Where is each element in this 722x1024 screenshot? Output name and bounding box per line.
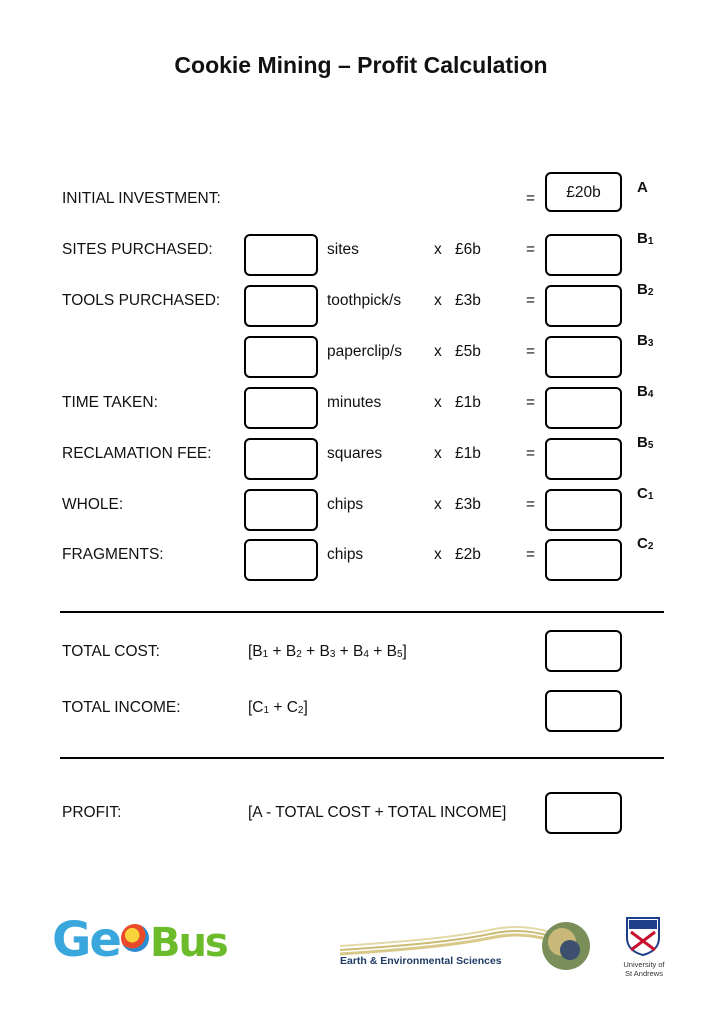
result-field[interactable] <box>545 387 622 429</box>
row-label: FRAGMENTS: <box>62 546 164 563</box>
total-income-label: TOTAL INCOME: <box>62 699 181 716</box>
row-code-sub: 1 <box>647 491 654 502</box>
row-code: B1 <box>637 230 653 247</box>
university-crest-icon <box>626 917 660 956</box>
quantity-field[interactable] <box>244 438 318 480</box>
quantity-field[interactable] <box>244 387 318 429</box>
row-code-letter: C <box>637 535 648 552</box>
row-label: TIME TAKEN: <box>62 394 158 411</box>
row-label: TOOLS PURCHASED: <box>62 292 221 309</box>
result-field[interactable] <box>545 539 622 581</box>
row-price: £3b <box>455 292 481 309</box>
row-code: B4 <box>637 383 653 400</box>
row-code: C2 <box>637 535 653 552</box>
row-code-sub: 1 <box>647 236 654 247</box>
page-title: Cookie Mining – Profit Calculation <box>174 52 548 78</box>
row-code-letter: C <box>637 485 648 502</box>
times-sign: x <box>434 241 442 258</box>
row-code: C1 <box>637 485 653 502</box>
row-label: SITES PURCHASED: <box>62 241 213 258</box>
row-unit: chips <box>327 496 364 513</box>
row-unit: sites <box>327 241 359 258</box>
total-income-formula: [C1 + C2] <box>248 699 308 716</box>
divider-bottom <box>60 757 664 759</box>
row-code-letter: B <box>637 332 648 349</box>
row-code-letter: B <box>637 434 648 451</box>
university-name: University of St Andrews <box>623 960 665 978</box>
row-unit: toothpick/s <box>327 292 402 309</box>
equals-sign: = <box>526 343 536 360</box>
profit-formula: [A - TOTAL COST + TOTAL INCOME] <box>248 804 507 821</box>
ees-logo-text: Earth & Environmental Sciences <box>340 955 502 967</box>
globe-icon <box>120 924 149 952</box>
total-cost-label: TOTAL COST: <box>62 643 160 660</box>
row-code: B5 <box>637 434 653 451</box>
times-sign: x <box>434 496 442 513</box>
geobus-logo-ge: Ge <box>52 912 122 968</box>
profit-label: PROFIT: <box>62 804 122 821</box>
row-price: £2b <box>455 546 481 563</box>
ees-wave-logo <box>340 922 590 970</box>
equals-sign: = <box>526 445 536 462</box>
equals-sign: = <box>526 241 536 258</box>
equals-sign: = <box>526 496 536 513</box>
times-sign: x <box>434 292 442 309</box>
row-code: A <box>637 179 648 196</box>
row-code-letter: A <box>637 179 648 196</box>
row-price: £5b <box>455 343 481 360</box>
row-label: WHOLE: <box>62 496 124 513</box>
row-code-letter: B <box>637 383 648 400</box>
result-field[interactable]: £20b <box>545 172 622 212</box>
row-code-sub: 2 <box>647 541 654 552</box>
quantity-field[interactable] <box>244 539 318 581</box>
row-price: £1b <box>455 394 481 411</box>
total-income-field[interactable] <box>545 690 622 732</box>
row-code-sub: 2 <box>647 287 654 298</box>
row-price: £3b <box>455 496 481 513</box>
equals-sign: = <box>526 190 536 207</box>
geobus-logo: Ge Bus <box>52 912 229 968</box>
quantity-field[interactable] <box>244 336 318 378</box>
geobus-logo-bus: Bus <box>149 920 229 966</box>
result-field[interactable] <box>545 234 622 276</box>
times-sign: x <box>434 546 442 563</box>
result-value: £20b <box>566 184 601 201</box>
equals-sign: = <box>526 292 536 309</box>
quantity-field[interactable] <box>244 234 318 276</box>
row-code-sub: 5 <box>647 440 654 451</box>
times-sign: x <box>434 445 442 462</box>
row-unit: minutes <box>327 394 382 411</box>
divider-top <box>60 611 664 613</box>
profit-field[interactable] <box>545 792 622 834</box>
row-code: B2 <box>637 281 653 298</box>
row-code: B3 <box>637 332 653 349</box>
row-price: £6b <box>455 241 481 258</box>
row-price: £1b <box>455 445 481 462</box>
row-unit: chips <box>327 546 364 563</box>
total-cost-field[interactable] <box>545 630 622 672</box>
row-code-sub: 4 <box>647 389 654 400</box>
quantity-field[interactable] <box>244 285 318 327</box>
times-sign: x <box>434 394 442 411</box>
row-code-sub: 3 <box>647 338 654 349</box>
row-unit: squares <box>327 445 383 462</box>
equals-sign: = <box>526 394 536 411</box>
row-code-letter: B <box>637 281 648 298</box>
quantity-field[interactable] <box>244 489 318 531</box>
row-label: INITIAL INVESTMENT: <box>62 190 221 207</box>
equals-sign: = <box>526 546 536 563</box>
result-field[interactable] <box>545 336 622 378</box>
row-label: RECLAMATION FEE: <box>62 445 212 462</box>
times-sign: x <box>434 343 442 360</box>
total-cost-formula: [B1 + B2 + B3 + B4 + B5] <box>248 643 407 660</box>
row-code-letter: B <box>637 230 648 247</box>
result-field[interactable] <box>545 489 622 531</box>
result-field[interactable] <box>545 438 622 480</box>
result-field[interactable] <box>545 285 622 327</box>
row-unit: paperclip/s <box>327 343 402 360</box>
